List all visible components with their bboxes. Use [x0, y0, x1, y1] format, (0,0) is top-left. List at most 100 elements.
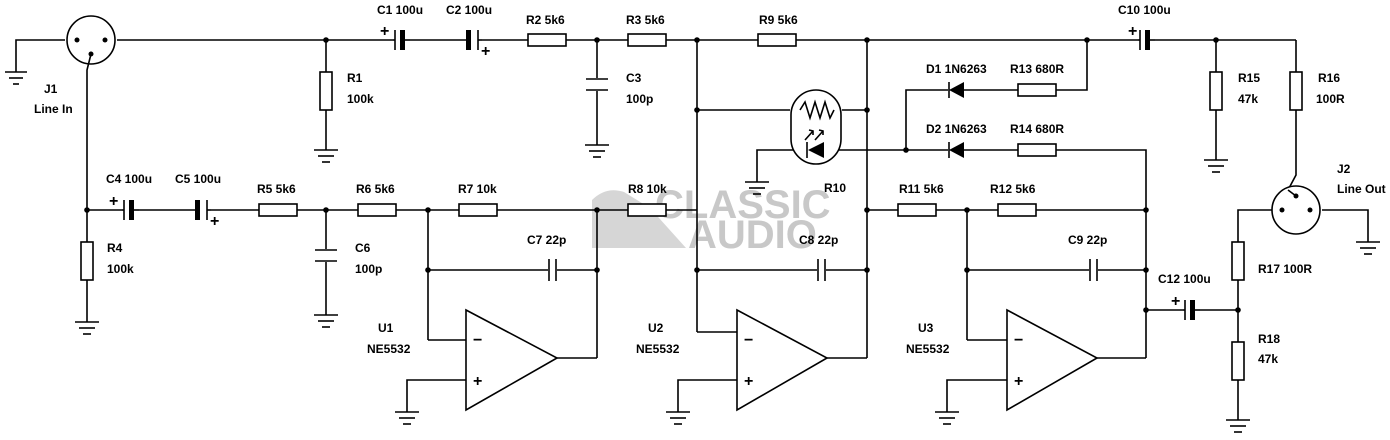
- r16-value: 100R: [1316, 92, 1345, 106]
- r4-value: 100k: [107, 262, 134, 276]
- r3-label: R3 5k6: [626, 13, 665, 27]
- c6-capacitor: [315, 249, 337, 262]
- r4-resistor: [80, 241, 94, 281]
- r15-value: 47k: [1238, 92, 1258, 106]
- r10-label: R10: [824, 181, 846, 195]
- r2-resistor: [527, 33, 567, 47]
- watermark: CLASSIC AUDIO: [592, 183, 831, 257]
- r5-label: R5 5k6: [257, 182, 296, 196]
- c3-label: C3: [626, 71, 642, 85]
- d1-diode: [948, 82, 964, 98]
- r14-resistor: [1017, 143, 1057, 157]
- r13-resistor: [1017, 83, 1057, 97]
- watermark-logo-shape: [592, 190, 686, 248]
- watermark-line2: AUDIO: [688, 213, 817, 257]
- c9-label: C9 22p: [1068, 233, 1107, 247]
- c3-capacitor: [586, 78, 608, 91]
- r15-resistor: [1209, 71, 1223, 111]
- watermark-line1: CLASSIC: [655, 183, 831, 227]
- r11-resistor: [897, 203, 937, 217]
- c12-capacitor: [1183, 300, 1200, 320]
- r6-resistor: [357, 203, 397, 217]
- r8-resistor: [627, 203, 667, 217]
- r18-value: 47k: [1258, 352, 1278, 366]
- r7-resistor: [458, 203, 498, 217]
- r8-label: R8 10k: [628, 182, 667, 196]
- c7-label: C7 22p: [527, 233, 566, 247]
- c8-label: C8 22p: [799, 233, 838, 247]
- u3-minus: −: [1014, 332, 1023, 349]
- r13-label: R13 680R: [1010, 62, 1064, 76]
- junction-dots: [84, 37, 1241, 313]
- bottom-wires: [75, 209, 1380, 433]
- u3-label: U3: [918, 321, 934, 335]
- u2-plus: +: [744, 373, 753, 390]
- c8-capacitor: [817, 259, 826, 281]
- u1-minus: −: [473, 332, 482, 349]
- u2-minus: −: [744, 332, 753, 349]
- middle-wires: [696, 40, 1147, 359]
- u3-opamp: [1006, 308, 1099, 412]
- j1-label: J1: [44, 82, 58, 96]
- r1-value: 100k: [347, 92, 374, 106]
- c5-plus: +: [210, 213, 219, 230]
- u2-part: NE5532: [636, 342, 680, 356]
- r16-resistor: [1289, 71, 1303, 111]
- c2-plus: +: [481, 43, 490, 60]
- c4-capacitor: [122, 200, 139, 220]
- c6-value: 100p: [355, 262, 382, 276]
- r2-label: R2 5k6: [526, 13, 565, 27]
- r17-label: R17 100R: [1258, 262, 1312, 276]
- r7-label: R7 10k: [458, 182, 497, 196]
- c2-capacitor: [465, 30, 482, 50]
- c4-label: C4 100u: [106, 172, 152, 186]
- c12-plus: +: [1171, 293, 1180, 310]
- r14-label: R14 680R: [1010, 122, 1064, 136]
- r4-label: R4: [107, 241, 123, 255]
- r16-label: R16: [1318, 71, 1340, 85]
- c2-label: C2 100u: [446, 3, 492, 17]
- u3-plus: +: [1014, 373, 1023, 390]
- c5-label: C5 100u: [175, 172, 221, 186]
- r11-label: R11 5k6: [899, 182, 944, 196]
- u3-part: NE5532: [906, 342, 950, 356]
- d2-label: D2 1N6263: [926, 122, 987, 136]
- j2-desc: Line Out: [1337, 182, 1386, 196]
- r18-resistor: [1231, 341, 1245, 381]
- c9-capacitor: [1089, 259, 1098, 281]
- c6-label: C6: [355, 241, 371, 255]
- j1-connector: [66, 15, 116, 210]
- c1-label: C1 100u: [377, 3, 423, 17]
- d1-label: D1 1N6263: [926, 62, 987, 76]
- r10-optocoupler: [790, 89, 842, 165]
- r12-label: R12 5k6: [990, 182, 1036, 196]
- j2-label: J2: [1337, 162, 1351, 176]
- c12-label: C12 100u: [1158, 272, 1211, 286]
- r5-resistor: [258, 203, 298, 217]
- r9-resistor: [757, 33, 797, 47]
- u1-plus: +: [473, 373, 482, 390]
- c10-plus: +: [1128, 23, 1137, 40]
- u1-label: U1: [378, 321, 394, 335]
- c10-capacitor: [1138, 30, 1155, 50]
- c5-capacitor: [194, 200, 211, 220]
- u1-opamp: [465, 308, 559, 412]
- r1-resistor: [319, 71, 333, 111]
- r1-label: R1: [347, 71, 363, 85]
- c4-plus: +: [109, 193, 118, 210]
- r17-resistor: [1231, 241, 1245, 281]
- r15-label: R15: [1238, 71, 1260, 85]
- r3-resistor: [627, 33, 667, 47]
- top-wires: [5, 39, 1297, 191]
- j2-connector: [1271, 185, 1321, 235]
- c7-capacitor: [548, 259, 557, 281]
- d2-diode: [948, 142, 964, 158]
- u2-label: U2: [648, 321, 664, 335]
- r12-resistor: [997, 203, 1037, 217]
- u1-part: NE5532: [367, 342, 411, 356]
- r9-label: R9 5k6: [759, 13, 798, 27]
- c3-value: 100p: [626, 92, 653, 106]
- u2-opamp: [736, 308, 829, 412]
- r18-label: R18: [1258, 332, 1280, 346]
